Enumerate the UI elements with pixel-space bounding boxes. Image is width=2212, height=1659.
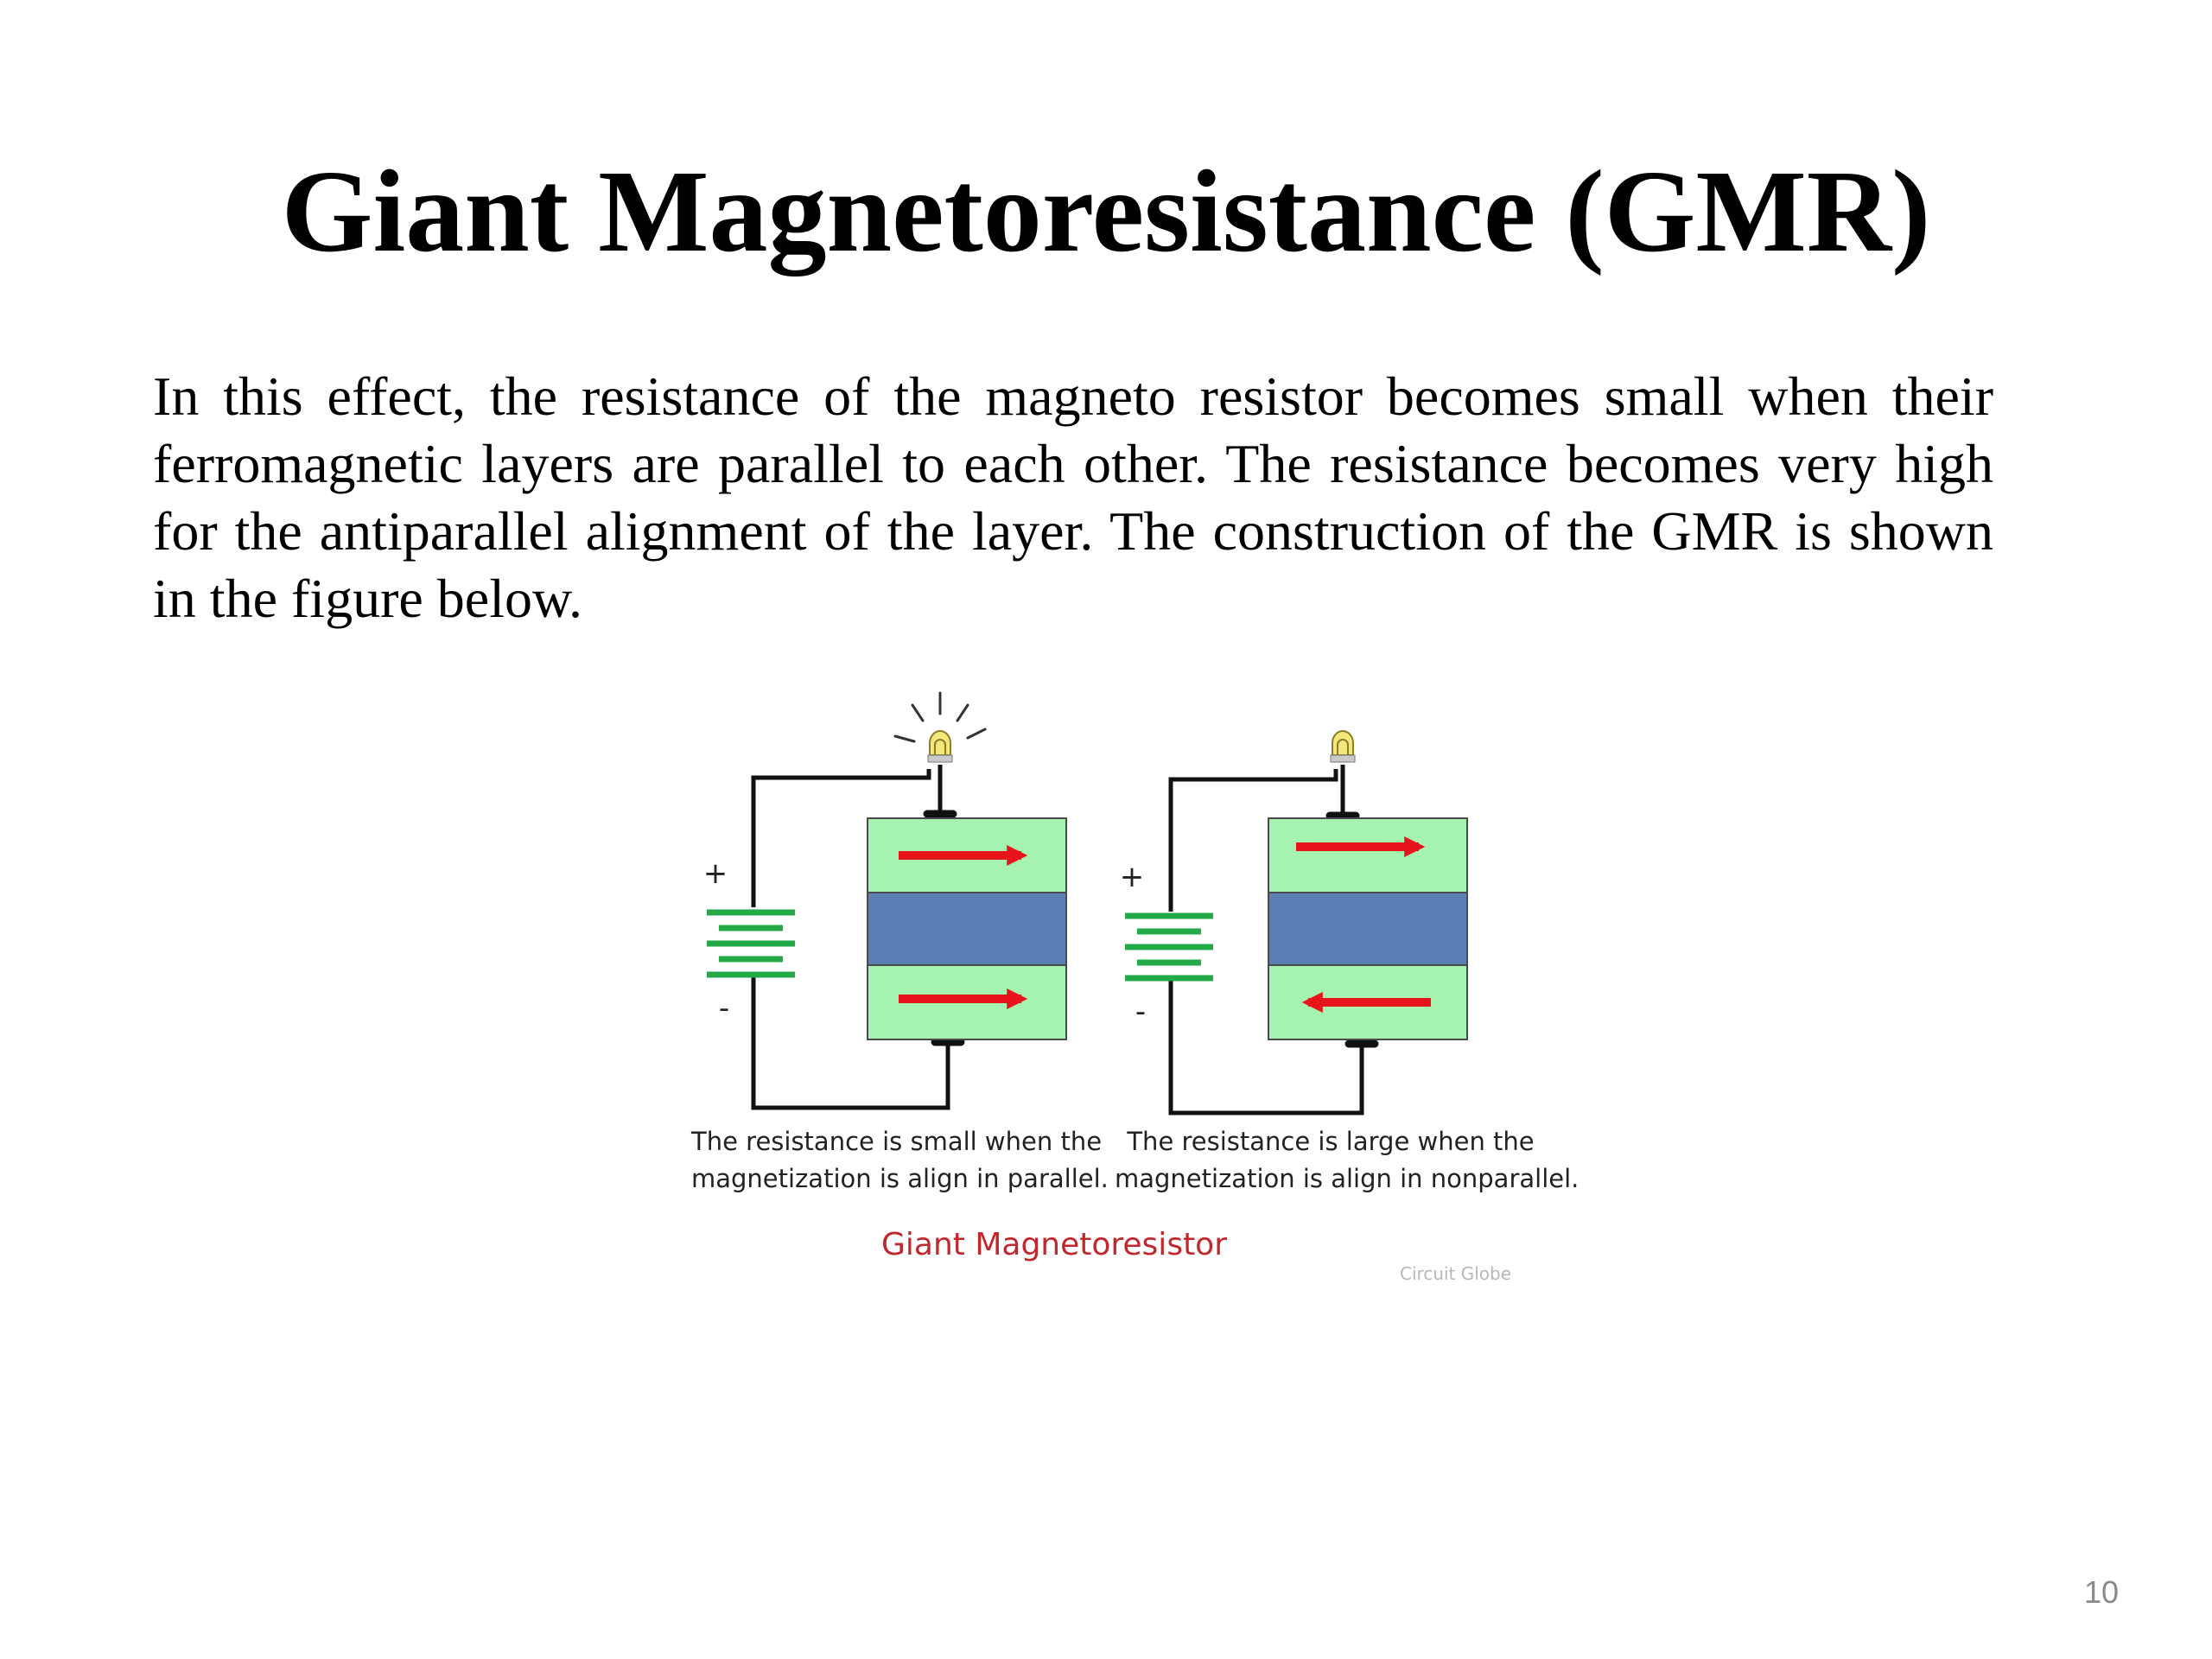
slide-body-text: In this effect, the resistance of the ma… (153, 365, 1993, 629)
right-battery (1125, 912, 1213, 982)
right-wire-bottom (1168, 981, 1364, 1116)
gmr-diagram: + - (703, 691, 1468, 1116)
left-wire-bottom (751, 976, 950, 1110)
right-wire-top (1168, 769, 1338, 912)
slide-title: Giant Magnetoresistance (GMR) (281, 147, 1931, 276)
left-battery (707, 909, 795, 978)
left-wire-top (751, 769, 931, 907)
left-panel: + - (703, 691, 1067, 1110)
left-bulb-icon (927, 730, 953, 763)
gmr-figure: + - (674, 683, 1580, 1305)
figure-title: Giant Magnetoresistor (880, 1227, 1228, 1262)
right-caption: The resistance is large when the magneti… (1115, 1123, 1580, 1198)
left-caption: The resistance is small when the magneti… (691, 1123, 1109, 1198)
right-panel: + - (1120, 730, 1468, 1116)
right-battery-plus: + (1120, 860, 1145, 894)
page-number: 10 (2083, 1574, 2119, 1610)
left-battery-plus: + (703, 856, 728, 891)
left-battery-minus: - (719, 991, 729, 1026)
left-caption-line-1: The resistance is small when the (691, 1127, 1103, 1156)
right-battery-minus: - (1135, 995, 1146, 1029)
left-caption-line-2: magnetization is align in parallel. (691, 1164, 1109, 1193)
right-spacer-layer (1268, 892, 1468, 966)
right-bulb-icon (1330, 730, 1356, 763)
right-caption-line-2: magnetization is align in nonparallel. (1115, 1164, 1580, 1193)
right-ferromagnetic-layer-top (1268, 817, 1468, 893)
left-spacer-layer (867, 892, 1067, 966)
left-bulb-light-rays-icon (893, 691, 987, 743)
figure-watermark: Circuit Globe (1400, 1263, 1512, 1284)
right-caption-line-1: The resistance is large when the (1127, 1127, 1535, 1156)
